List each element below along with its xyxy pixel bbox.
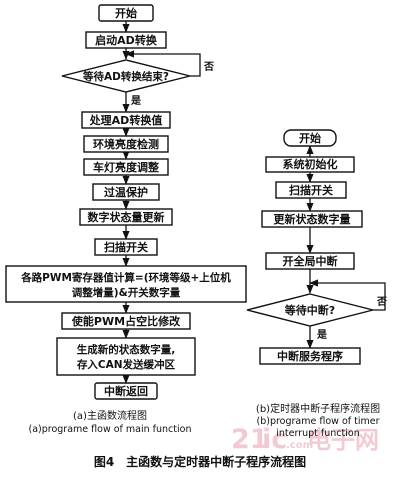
main-pwm-calc-label-1: 各路PWM寄存器值计算=(环境等级+上位机 xyxy=(20,271,231,284)
timer-node-scan-switch: 扫描开关 xyxy=(275,181,347,199)
timer-arrow-wait-no-loop xyxy=(309,279,386,311)
caption-a-en: (a)programe flow of main function xyxy=(29,424,192,435)
main-wait-ad-label: 等待AD转换结束? xyxy=(82,70,169,83)
timer-wait-int-diamond xyxy=(246,293,374,327)
main-node-lamp-adjust: 车灯亮度调整 xyxy=(83,158,169,176)
main-wait-yes-label: 是 xyxy=(130,95,141,107)
main-enable-pwm-label: 使能PWM占空比修改 xyxy=(71,314,181,328)
main-gen-state-label-2: 存入CAN发送缓冲区 xyxy=(77,358,176,371)
timer-connectors xyxy=(306,145,386,349)
main-wait-ad-diamond xyxy=(61,59,191,93)
main-node-env-detect: 环境亮度检测 xyxy=(83,135,169,153)
main-arrow-wait-no-loop xyxy=(125,50,201,77)
timer-update-state-box xyxy=(261,210,363,228)
timer-int-service-label: 中断服务程序 xyxy=(277,349,343,363)
timer-scan-switch-label: 扫描开关 xyxy=(289,183,333,197)
main-scan-switch-label: 扫描开关 xyxy=(104,240,148,254)
main-pwm-calc-box xyxy=(5,265,247,303)
main-update-digit-label: 数字状态量更新 xyxy=(88,210,165,224)
main-node-process-ad: 处理AD转换值 xyxy=(81,111,171,129)
main-node-pwm-calc: 各路PWM寄存器值计算=(环境等级+上位机 调整增量)&开关数字量 xyxy=(5,265,247,303)
timer-scan-switch-box xyxy=(275,181,347,199)
timer-enable-int-box xyxy=(265,252,355,270)
main-start-box xyxy=(98,4,154,22)
main-start-label: 开始 xyxy=(115,6,137,20)
main-node-enable-pwm: 使能PWM占空比修改 xyxy=(61,312,191,330)
main-flowchart: 开始 启动AD转换 等待AD转换结束? 否 是 处理AD转换值 环境亮度检测 车… xyxy=(5,4,247,400)
main-update-digit-box xyxy=(79,208,173,226)
timer-sys-init-label: 系统初始化 xyxy=(283,157,338,171)
main-gen-state-label-1: 生成新的状态数字量, xyxy=(77,343,176,356)
main-process-ad-label: 处理AD转换值 xyxy=(89,113,163,127)
main-overheat-box xyxy=(92,183,160,201)
timer-node-start: 开始 xyxy=(283,129,337,147)
watermark-logo: 21 ic .com 电子网 xyxy=(231,424,379,455)
watermark-ic: ic xyxy=(262,424,287,455)
main-interrupt-return-box xyxy=(94,382,158,400)
caption-b-en-1: (b)programe flow of timer xyxy=(257,416,380,427)
main-scan-switch-box xyxy=(94,238,158,256)
timer-node-int-service: 中断服务程序 xyxy=(259,347,361,365)
timer-node-wait-int: 等待中断? 否 是 xyxy=(246,293,387,341)
caption-b-en-2: interrupt function xyxy=(276,428,359,439)
timer-int-service-box xyxy=(259,347,361,365)
main-node-overheat: 过温保护 xyxy=(92,183,160,201)
timer-enable-int-label: 开全局中断 xyxy=(283,254,338,268)
main-wait-no-label: 否 xyxy=(203,61,214,73)
timer-wait-int-label: 等待中断? xyxy=(284,303,335,317)
timer-update-state-label: 更新状态数字量 xyxy=(274,212,351,226)
main-node-wait-ad: 等待AD转换结束? 否 是 xyxy=(61,59,214,107)
watermark-dotcom: .com xyxy=(286,440,313,451)
main-connectors xyxy=(122,21,201,384)
caption-a-cn: (a)主函数流程图 xyxy=(73,409,147,422)
main-lamp-adjust-label: 车灯亮度调整 xyxy=(93,160,159,174)
main-node-interrupt-return: 中断返回 xyxy=(94,382,158,400)
timer-wait-no-label: 否 xyxy=(376,296,387,308)
main-pwm-calc-label-2: 调整增量)&开关数字量 xyxy=(72,286,181,299)
watermark-num: 21 xyxy=(231,424,269,455)
main-gen-state-box xyxy=(56,337,196,376)
captions: (a)主函数流程图 (a)programe flow of main funct… xyxy=(29,402,381,469)
main-process-ad-box xyxy=(81,111,171,129)
timer-sys-init-box xyxy=(265,156,355,173)
main-start-ad-label: 启动AD转换 xyxy=(95,33,158,47)
figure-caption: 图4 主函数与定时器中断子程序流程图 xyxy=(94,454,306,469)
main-env-detect-box xyxy=(83,135,169,153)
timer-wait-yes-label: 是 xyxy=(316,329,327,341)
timer-flowchart: 开始 系统初始化 扫描开关 更新状态数字量 开全局中断 等待中断? 否 是 中断… xyxy=(246,129,387,365)
timer-node-enable-int: 开全局中断 xyxy=(265,252,355,270)
main-node-scan-switch: 扫描开关 xyxy=(94,238,158,256)
main-interrupt-return-label: 中断返回 xyxy=(104,384,148,398)
main-start-ad-box xyxy=(85,31,167,49)
timer-start-box xyxy=(283,129,337,147)
timer-start-label: 开始 xyxy=(299,131,321,145)
main-overheat-label: 过温保护 xyxy=(104,185,148,199)
caption-b-cn: (b)定时器中断子程序流程图 xyxy=(256,402,380,415)
timer-node-sys-init: 系统初始化 xyxy=(265,156,355,173)
main-enable-pwm-box xyxy=(61,312,191,330)
main-lamp-adjust-box xyxy=(83,158,169,176)
watermark-cn: 电子网 xyxy=(307,426,379,454)
main-node-gen-state: 生成新的状态数字量, 存入CAN发送缓冲区 xyxy=(56,337,196,376)
timer-node-update-state: 更新状态数字量 xyxy=(261,210,363,228)
main-node-start: 开始 xyxy=(98,4,154,22)
main-node-update-digit: 数字状态量更新 xyxy=(79,208,173,226)
main-env-detect-label: 环境亮度检测 xyxy=(93,137,159,151)
main-node-start-ad: 启动AD转换 xyxy=(85,31,167,49)
